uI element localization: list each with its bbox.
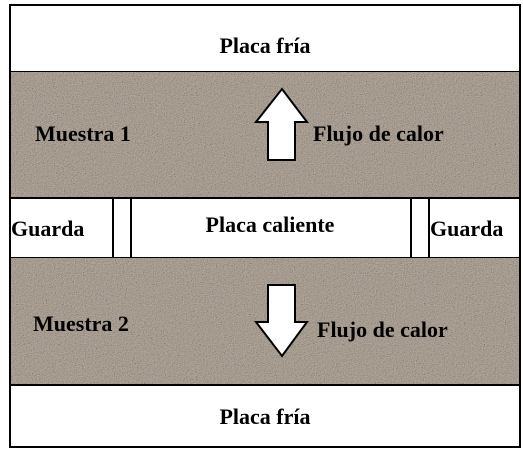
hot-plate-row	[9, 197, 521, 259]
sample-1-region	[10, 72, 520, 198]
heat-flow-down-label: Flujo de calor	[317, 317, 448, 342]
bottom-cold-plate	[9, 384, 521, 448]
right-guard-label: Guarda	[430, 216, 503, 241]
left-guard-label: Guarda	[11, 216, 84, 241]
arrow-up-icon	[253, 87, 310, 161]
bottom-cold-plate-label: Placa fría	[219, 404, 310, 429]
right-guard-gap	[410, 197, 430, 259]
top-cold-plate	[9, 4, 521, 73]
sample-1-label: Muestra 1	[35, 121, 131, 146]
hot-plate-label: Placa caliente	[206, 212, 335, 237]
sample-2-label: Muestra 2	[33, 311, 129, 336]
left-guard-gap	[112, 197, 132, 259]
arrow-down-icon	[253, 284, 309, 358]
heat-flow-up-label: Flujo de calor	[313, 121, 444, 146]
top-cold-plate-label: Placa fría	[219, 33, 310, 58]
